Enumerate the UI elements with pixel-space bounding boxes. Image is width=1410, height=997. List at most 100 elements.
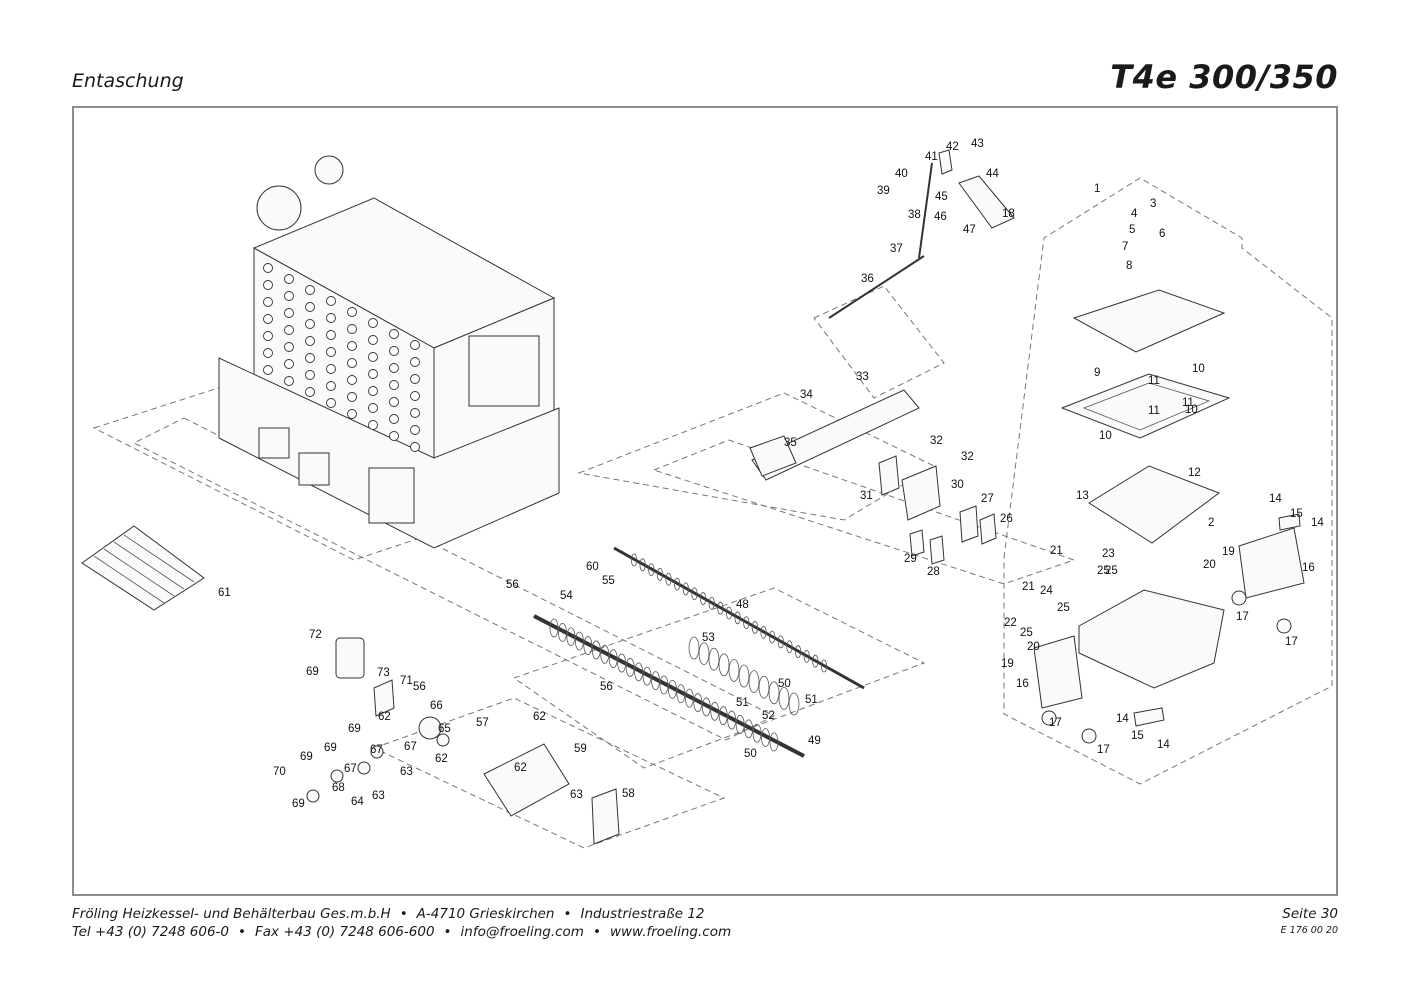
auger-flight [794,645,802,658]
guide-auger-lower [512,587,926,769]
part-callout: 56 [600,681,613,693]
part-callout: 18 [1002,208,1015,220]
part-callout: 63 [372,790,385,802]
drive-assembly [306,637,620,845]
auger-flight [708,596,715,610]
boiler-hole [368,403,378,413]
auger-flight [634,662,644,682]
auger-flight [728,659,740,682]
auger-flight [748,670,760,693]
part-callout: 34 [800,389,813,401]
auger-flight [682,582,689,596]
part-callout: 41 [925,151,938,163]
part-callout: 49 [808,735,821,747]
part-callout: 15 [1131,730,1144,742]
part-callout: 69 [300,751,313,763]
boiler-hole [284,359,294,369]
part-callout: 27 [981,493,994,505]
caster-17b [1276,618,1292,634]
auger-flight [608,649,618,669]
boiler-hole [305,319,315,329]
boiler-hole [347,341,357,351]
part-callout: 12 [1188,467,1201,479]
part-callout: 19 [1222,546,1235,558]
boiler-hole [263,280,273,290]
auger-flight [659,675,669,695]
part-callout: 61 [218,587,231,599]
auger-flight [668,679,677,699]
boiler-base [218,357,560,549]
handle-15a [1133,707,1165,727]
cover-plate-57 [591,788,620,845]
boiler-hole [305,370,315,380]
part-callout: 26 [1000,513,1013,525]
boiler-hole [326,398,336,408]
boiler-hole [326,347,336,357]
auger-flight [558,622,567,642]
bracket-assembly [749,389,997,565]
part-callout: 52 [762,710,775,722]
part-callout: 25 [1097,565,1110,577]
auger-flight [743,616,750,630]
part-callout: 69 [324,742,337,754]
part-callout: 22 [1004,617,1017,629]
ash-bin-assembly [1033,289,1305,744]
part-callout: 73 [377,667,390,679]
boiler-hole [263,263,273,273]
part-callout: 11 [1182,397,1194,409]
boiler-hole [305,353,315,363]
boiler-hole [347,307,357,317]
boiler-hole [368,352,378,362]
part-callout: 3 [1150,198,1156,210]
gasket-28 [929,535,945,565]
caster-17d [1081,728,1097,744]
diagram-canvas: 1234567891010101111111213141414141515161… [81,138,1333,849]
boiler-hole [368,369,378,379]
part-callout: 19 [1001,658,1014,670]
part-callout: 11 [1148,375,1160,387]
part-callout: 36 [861,273,874,285]
part-callout: 16 [1302,562,1315,574]
part-callout: 20 [1203,559,1216,571]
grate-assembly [81,525,205,611]
boiler-hole [389,414,399,424]
auger-flight [769,732,779,752]
auger-flights [549,553,828,752]
footer-email[interactable]: info@froeling.com [460,924,584,940]
auger-flight [583,636,593,655]
auger-flight [710,701,720,721]
section-title: Entaschung [72,70,184,92]
boiler-hole [263,348,273,358]
auger-flight [566,627,576,647]
boiler-hole [389,346,399,356]
part-callout: 69 [292,798,305,810]
part-callout: 33 [856,371,869,383]
boiler-hole [410,391,420,401]
part-callout: 15 [1290,508,1303,520]
auger-flight [751,621,759,634]
clamp-41 [938,149,953,175]
part-callout: 39 [877,185,890,197]
footer-city: A-4710 Grieskirchen [416,906,555,922]
part-callout: 14 [1116,713,1129,725]
boiler-hole [263,331,273,341]
part-callout: 71 [400,675,413,687]
auger-shaft-47 [613,546,865,690]
boiler-hole [284,325,294,335]
boiler-hole [410,408,420,418]
part-callout: 66 [430,700,443,712]
assembly-guides [92,177,1333,849]
part-callout: 17 [1236,611,1249,623]
handle-15b [1278,513,1301,531]
boiler-hole [410,425,420,435]
part-callout: 56 [506,579,519,591]
footer-website[interactable]: www.froeling.com [609,924,732,940]
boiler-hole [389,431,399,441]
auger-flight [738,664,750,688]
part-callout: 57 [476,717,489,729]
part-callout: 32 [961,451,974,463]
gasket-27 [959,505,979,543]
auger-flight [699,592,707,605]
boiler-hole [347,375,357,385]
auger-flight [684,688,694,708]
